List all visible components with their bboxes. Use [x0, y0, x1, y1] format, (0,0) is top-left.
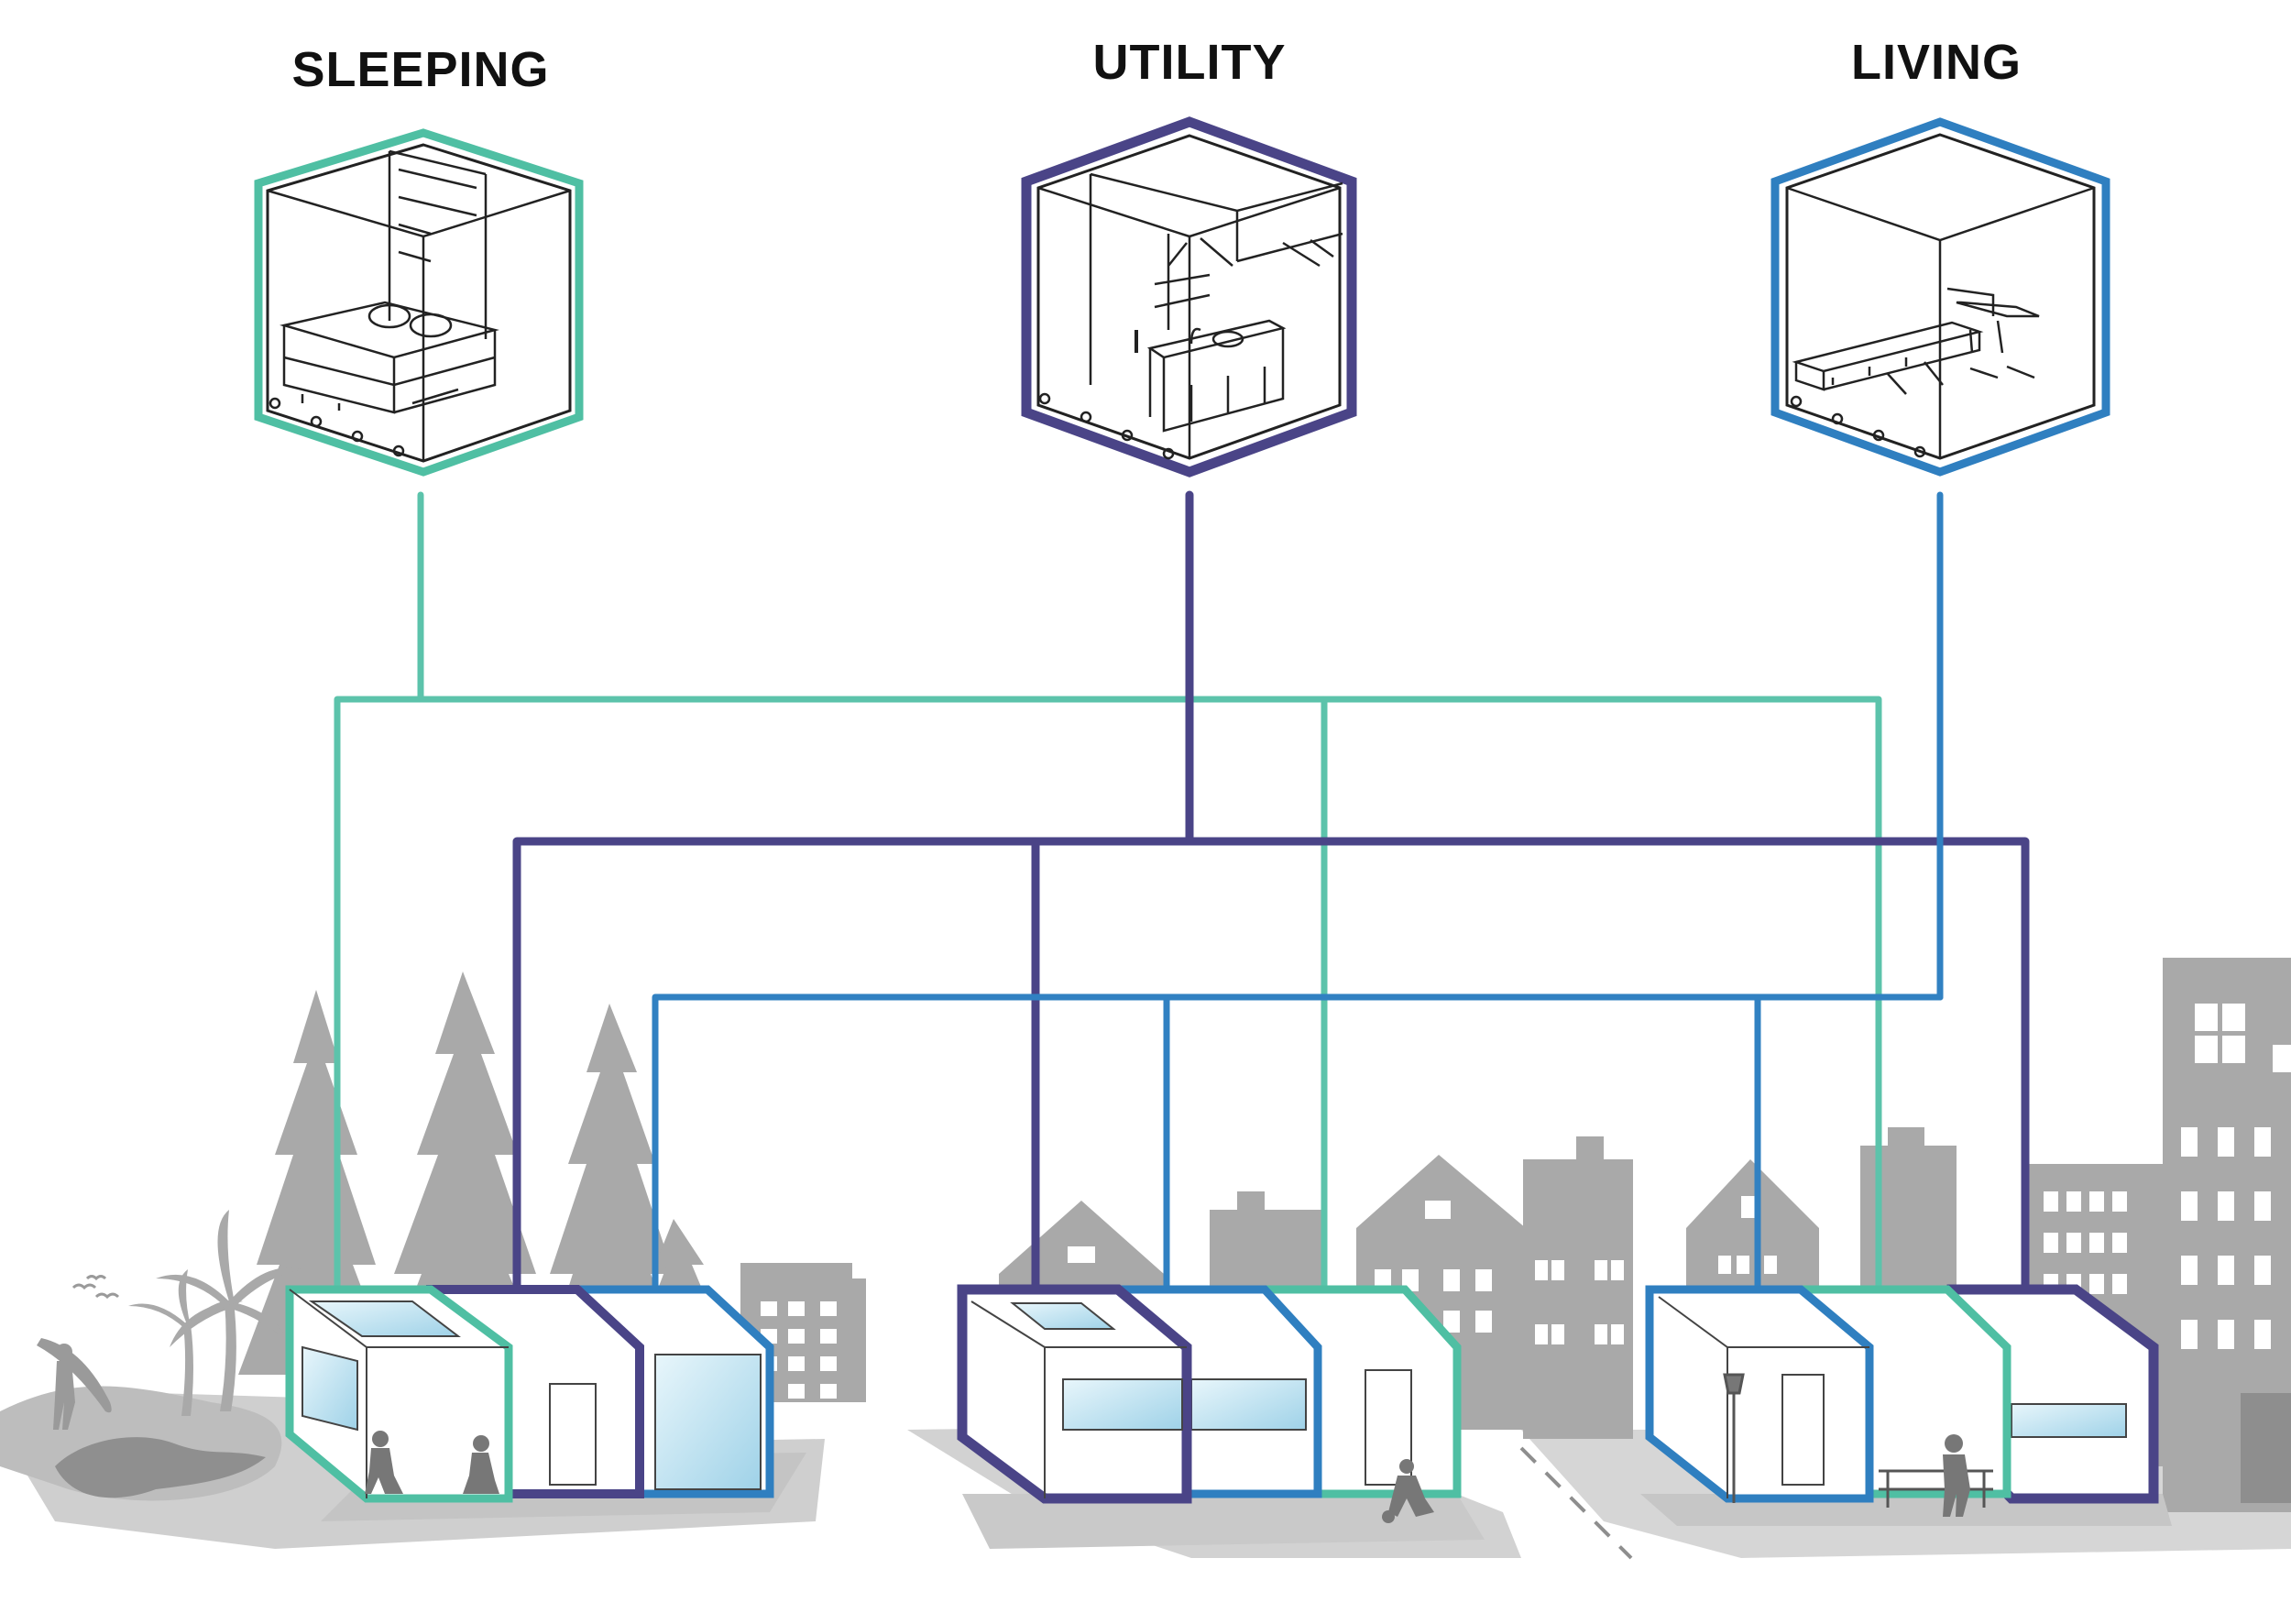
center-living-glass — [1190, 1378, 1307, 1431]
lamp-post-icon — [1723, 1373, 1745, 1503]
left-sleeping-box — [285, 1285, 513, 1503]
house-windows — [1718, 1256, 1777, 1274]
label-utility: UTILITY — [1092, 35, 1287, 90]
house-window — [1068, 1246, 1095, 1263]
apartment-building-icon — [2163, 958, 2291, 1512]
right-living-box — [1645, 1285, 1874, 1503]
bench-module-icon — [1786, 186, 2095, 458]
right-utility-glass — [2011, 1403, 2127, 1438]
palm-tree-icon — [128, 1269, 243, 1416]
tree-icon — [541, 1004, 687, 1375]
living-module — [1770, 117, 2110, 477]
bench-icon — [1879, 1469, 1993, 1508]
center-window — [1062, 1378, 1183, 1431]
connectors — [334, 490, 2030, 1311]
building-windows — [2044, 1191, 2127, 1294]
right-living-edge — [1658, 1296, 1869, 1498]
tree-icon — [238, 990, 394, 1375]
left-utility-door — [549, 1383, 597, 1486]
rock — [55, 1437, 266, 1498]
sleeping-module — [254, 128, 584, 477]
sleeping-hex-frame — [254, 128, 584, 477]
road-dash — [1519, 1446, 1633, 1560]
utility-module — [1021, 116, 1357, 477]
right-house-cluster — [1640, 1284, 2172, 1526]
palm-tree-icon — [156, 1210, 302, 1411]
left-skylight — [308, 1300, 461, 1337]
person-icon — [365, 1431, 499, 1494]
building-windows — [1535, 1260, 1624, 1344]
left-sleeping-edge — [289, 1289, 509, 1498]
label-sleeping: SLEEPING — [291, 42, 550, 97]
sleeping-connectors — [334, 491, 1882, 1291]
person-icon — [1943, 1434, 1970, 1517]
building-windows — [2181, 1004, 2291, 1349]
center-house-cluster — [957, 1284, 1485, 1549]
house-icon — [1860, 1127, 1957, 1301]
left-house-cluster — [285, 1285, 806, 1521]
bird-icon — [71, 1275, 120, 1300]
person-icon — [1382, 1459, 1434, 1523]
right-living-door — [1781, 1374, 1825, 1486]
living-connectors — [652, 491, 1944, 1291]
apartment-building-icon — [1523, 1136, 1633, 1439]
left-living-glass — [654, 1354, 762, 1490]
right-building-tall — [2241, 1393, 2291, 1503]
utility-connectors — [512, 490, 2030, 1311]
center-utility-edge — [970, 1300, 1187, 1498]
label-living: LIVING — [1850, 35, 2022, 90]
cluster-shadow — [962, 1494, 1485, 1549]
person-icon — [37, 1338, 112, 1430]
kitchen-module-icon — [1037, 172, 1343, 460]
left-window — [301, 1345, 358, 1432]
bed-module-icon — [267, 149, 571, 461]
center-skylight — [1010, 1302, 1116, 1330]
